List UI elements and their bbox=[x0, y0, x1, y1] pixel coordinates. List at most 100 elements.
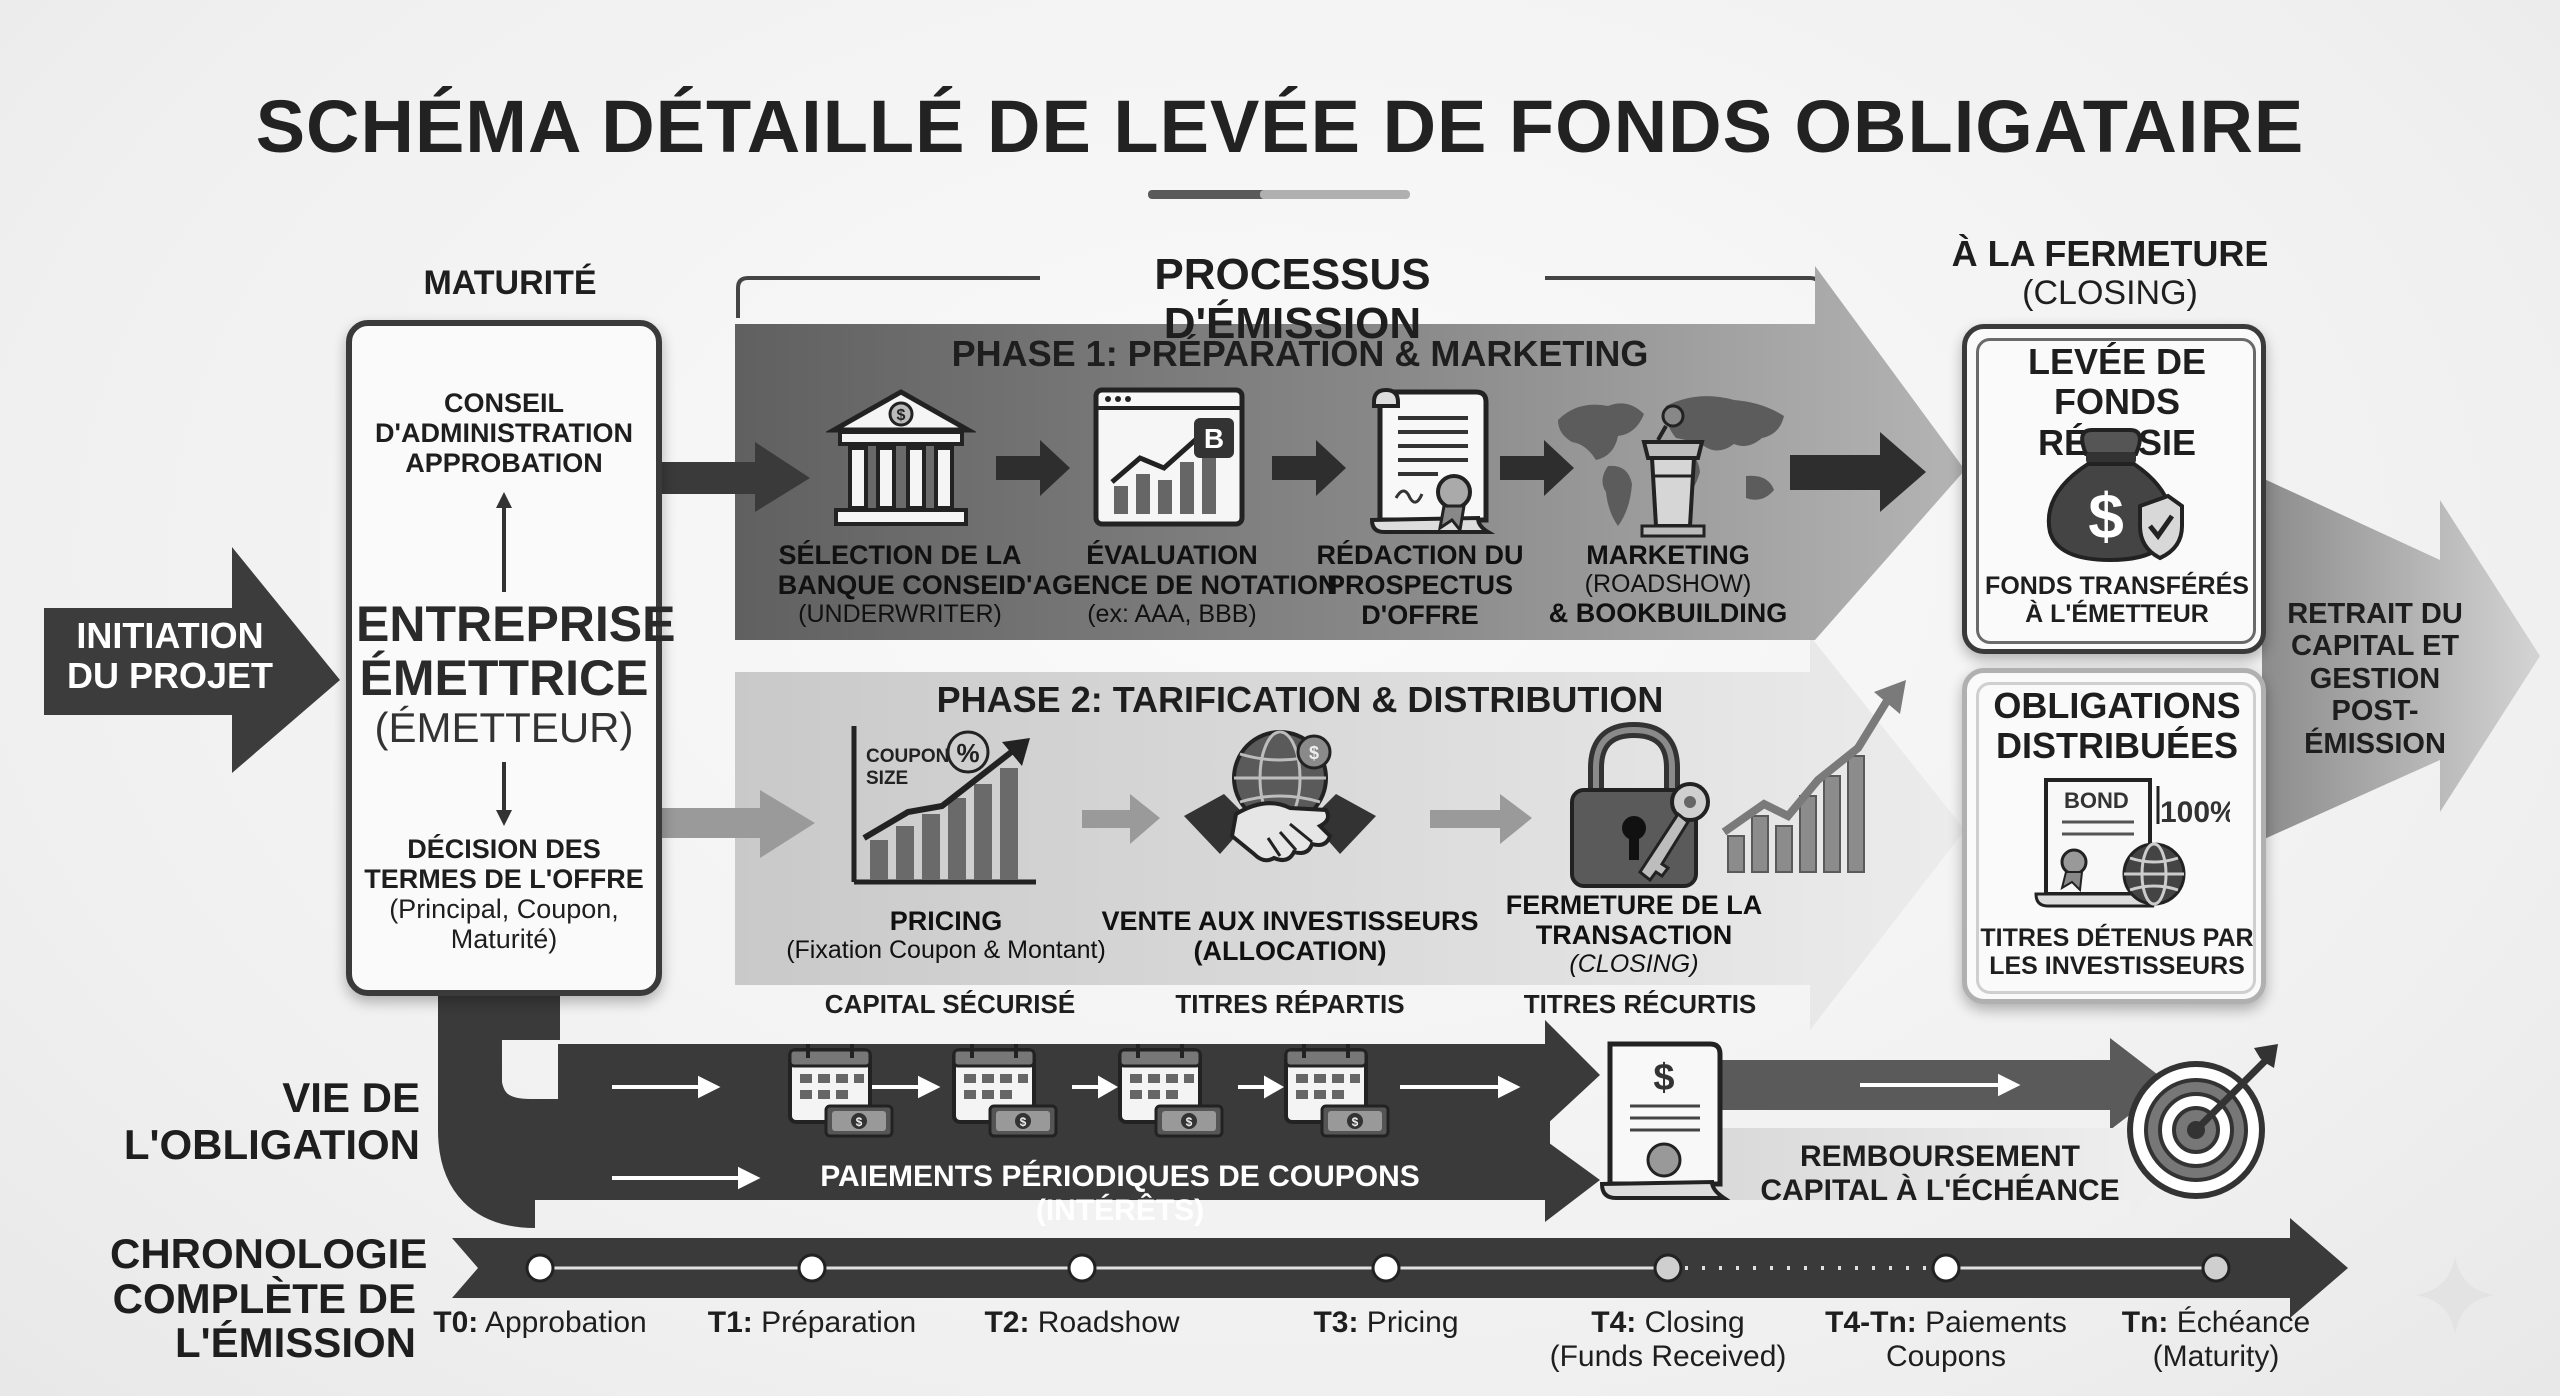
bond-document-icon: $ bbox=[1600, 1041, 1730, 1200]
phase2-step-3: FERMETURE DE LA TRANSACTION(CLOSING) bbox=[1434, 890, 1834, 978]
sparkle-icon bbox=[2415, 1255, 2495, 1335]
prospectus-icon bbox=[1369, 387, 1496, 534]
bond-certificate-icon: BOND 100% bbox=[2034, 778, 2230, 908]
issuer-to-phase2-arrow bbox=[660, 790, 815, 858]
svg-text:%: % bbox=[956, 738, 979, 768]
money-bag-icon: $ bbox=[2046, 428, 2184, 563]
phase1-step-sub: (ROADSHOW) bbox=[1584, 570, 1752, 599]
phase2-title: PHASE 2: TARIFICATION & DISTRIBUTION bbox=[936, 679, 1664, 720]
timeline-code: T2: bbox=[984, 1306, 1030, 1339]
rating-chart-icon: B bbox=[1093, 387, 1245, 527]
podium-world-icon bbox=[1558, 396, 1784, 538]
issuer-name-line1: ENTREPRISE bbox=[356, 596, 676, 652]
phase2-step-2: VENTE AUX INVESTISSEURS (ALLOCATION) bbox=[1090, 906, 1490, 966]
svg-text:100%: 100% bbox=[2160, 796, 2230, 829]
timeline-dots bbox=[525, 1253, 2231, 1283]
lock-key-icon bbox=[1570, 722, 1710, 888]
phase1-title: PHASE 1: PRÉPARATION & MARKETING bbox=[951, 333, 1649, 374]
timeline-item: T1: Préparation bbox=[662, 1306, 962, 1340]
initiation-arrow bbox=[44, 547, 340, 773]
timeline-line2: (Funds Received) bbox=[1549, 1339, 1787, 1373]
issuer-up-arrow bbox=[496, 492, 512, 592]
calendar-cash-icon: $ bbox=[950, 1040, 1060, 1140]
phase2-step-title: PRICING bbox=[889, 906, 1003, 936]
phase1-step-1: SÉLECTION DE LA BANQUE CONSEIL(UNDERWRIT… bbox=[730, 540, 1070, 628]
retrait-arrow-main bbox=[2262, 478, 2540, 840]
svg-text:SIZE: SIZE bbox=[866, 768, 908, 789]
svg-text:B: B bbox=[1204, 423, 1224, 454]
phase2-step-1: PRICING(Fixation Coupon & Montant) bbox=[746, 906, 1146, 964]
calendar-cash-icon: $ bbox=[1116, 1040, 1226, 1140]
svg-text:$: $ bbox=[856, 1115, 863, 1129]
phase1-step-title: RÉDACTION DU PROSPECTUS D'OFFRE bbox=[1316, 540, 1524, 631]
phase1-step-title2: & BOOKBUILDING bbox=[1548, 598, 1788, 629]
timeline-text: Préparation bbox=[752, 1306, 917, 1339]
bank-icon: $ bbox=[826, 389, 976, 526]
phase1-step-3: RÉDACTION DU PROSPECTUS D'OFFRE bbox=[1250, 540, 1590, 631]
phase2-step-title: FERMETURE DE LA TRANSACTION bbox=[1505, 890, 1763, 951]
timeline-line2: (Maturity) bbox=[2152, 1339, 2280, 1373]
coupon-chart-icon: COUPON SIZE % bbox=[851, 726, 1036, 885]
capital-secured-label: CAPITAL SÉCURISÉ bbox=[824, 989, 1076, 1019]
timeline-item: T2: Roadshow bbox=[932, 1306, 1232, 1340]
timeline-code: T0: bbox=[433, 1306, 479, 1339]
timeline-text: Approbation bbox=[478, 1306, 647, 1339]
svg-text:$: $ bbox=[1653, 1057, 1674, 1099]
phase1-step-title: SÉLECTION DE LA BANQUE CONSEIL bbox=[777, 540, 1023, 601]
timeline-text: Roadshow bbox=[1029, 1306, 1180, 1339]
timeline-text: Pricing bbox=[1358, 1306, 1459, 1339]
phase2-step-sub: (CLOSING) bbox=[1569, 950, 1699, 979]
timeline-dot bbox=[2201, 1253, 2231, 1283]
maturite-label: MATURITÉ bbox=[423, 264, 597, 302]
timeline-dot bbox=[1931, 1253, 1961, 1283]
timeline-dot bbox=[1653, 1253, 1683, 1283]
timeline-item: Tn: Échéance(Maturity) bbox=[2066, 1306, 2366, 1373]
bonds-distributed-title: OBLIGATIONS DISTRIBUÉES bbox=[1993, 685, 2241, 767]
retrait-label: RETRAIT DU CAPITAL ET GESTION POST-ÉMISS… bbox=[2287, 598, 2463, 760]
calendar-cash-icon: $ bbox=[1282, 1040, 1392, 1140]
timeline-text: Closing bbox=[1636, 1306, 1745, 1339]
svg-text:$: $ bbox=[1186, 1115, 1193, 1129]
titres-repartis-label: TITRES RÉPARTIS bbox=[1175, 989, 1405, 1019]
timeline-code: T4-Tn: bbox=[1825, 1306, 1917, 1339]
svg-text:$: $ bbox=[1352, 1115, 1359, 1129]
timeline-text: Paiements bbox=[1916, 1306, 2067, 1339]
funds-raised-caption: FONDS TRANSFÉRÉS À L'ÉMETTEUR bbox=[1985, 572, 2249, 628]
svg-text:BOND: BOND bbox=[2064, 788, 2129, 813]
timeline-item: T0: Approbation bbox=[390, 1306, 690, 1340]
svg-text:COUPON: COUPON bbox=[866, 746, 949, 767]
title-underline bbox=[1148, 190, 1410, 199]
closing-label: À LA FERMETURE bbox=[1951, 233, 2269, 274]
timeline-code: Tn: bbox=[2121, 1306, 2169, 1339]
phase1-step-sub: (UNDERWRITER) bbox=[798, 600, 1002, 629]
issuer-terms-sub: (Principal, Coupon, Maturité) bbox=[389, 894, 619, 955]
phase1-arrow-band bbox=[735, 266, 1965, 640]
target-icon bbox=[2127, 1044, 2278, 1199]
phase1-step-title: MARKETING bbox=[1586, 540, 1750, 570]
issuer-to-phase1-arrow bbox=[660, 442, 810, 512]
svg-text:$: $ bbox=[2088, 480, 2124, 552]
timeline-dot bbox=[1067, 1253, 1097, 1283]
timeline-text: Échéance bbox=[2168, 1306, 2311, 1339]
issuer-name-line2: ÉMETTRICE bbox=[359, 650, 649, 706]
bonds-distributed-caption: TITRES DÉTENUS PAR LES INVESTISSEURS bbox=[1980, 924, 2254, 980]
process-label: PROCESSUS D'ÉMISSION bbox=[1154, 250, 1431, 349]
phase1-step-2: ÉVALUATION D'AGENCE DE NOTATION(ex: AAA,… bbox=[1002, 540, 1342, 628]
timeline-code: T4: bbox=[1591, 1306, 1637, 1339]
issuer-name-sub: (ÉMETTEUR) bbox=[374, 704, 634, 751]
calendar-cash-icon: $ bbox=[786, 1040, 896, 1140]
phase1-step-sub: (ex: AAA, BBB) bbox=[1087, 600, 1257, 629]
phase1-step-title: ÉVALUATION D'AGENCE DE NOTATION bbox=[1006, 540, 1338, 601]
timeline-label: CHRONOLOGIE COMPLÈTE DE L'ÉMISSION bbox=[110, 1230, 428, 1367]
issuer-card bbox=[346, 320, 662, 996]
growth-bars-icon bbox=[1721, 680, 1906, 873]
timeline-code: T3: bbox=[1313, 1306, 1359, 1339]
timeline-dot bbox=[525, 1253, 555, 1283]
phase2-step-arrows bbox=[1082, 794, 1532, 844]
page-title: SCHÉMA DÉTAILLÉ DE LEVÉE DE FONDS OBLIGA… bbox=[255, 85, 2305, 168]
closing-label-sub: (CLOSING) bbox=[2022, 274, 2198, 312]
life-label: VIE DE L'OBLIGATION bbox=[123, 1074, 420, 1169]
life-inner-arrows bbox=[612, 1073, 2021, 1190]
timeline-code: T1: bbox=[707, 1306, 753, 1339]
